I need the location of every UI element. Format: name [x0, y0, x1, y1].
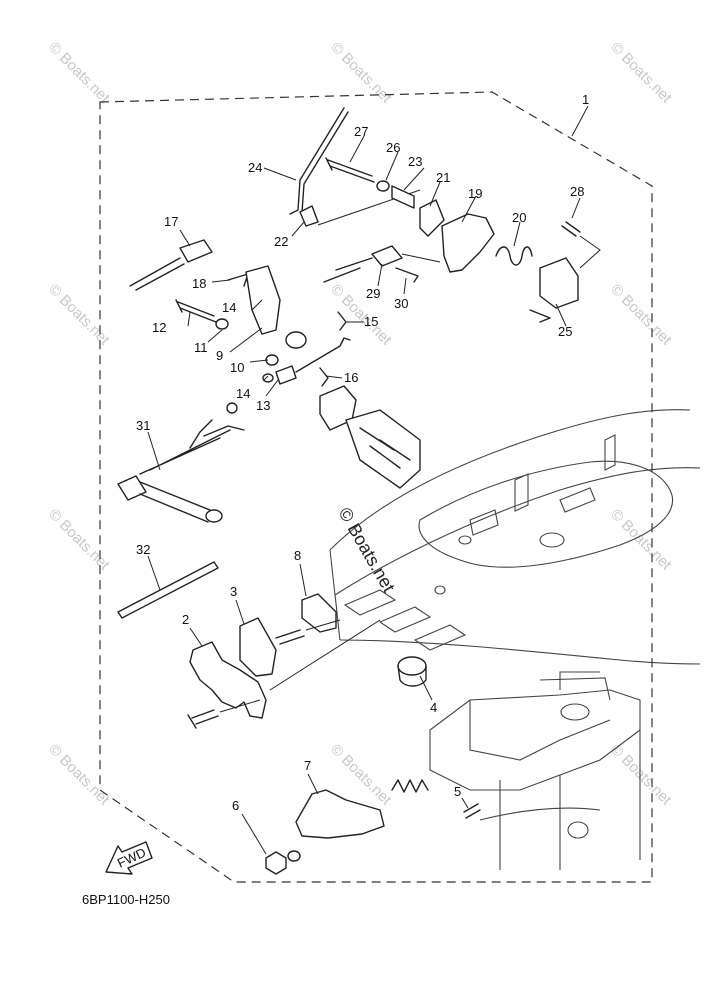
- part-26-washer: [376, 180, 390, 192]
- part-23-collar: [391, 185, 415, 209]
- bolt-icon: [187, 709, 219, 729]
- part-27-bolt: [325, 157, 375, 183]
- callout-18: 18: [192, 276, 206, 291]
- part-12-bolt: [175, 299, 217, 323]
- callout-23: 23: [408, 154, 422, 169]
- part-15-pin: [337, 311, 347, 331]
- callout-27: 27: [354, 124, 368, 139]
- callout-32: 32: [136, 542, 150, 557]
- part-28-bolt: [561, 221, 581, 237]
- watermark: © Boats.net: [45, 39, 113, 107]
- callout-21: 21: [436, 170, 450, 185]
- watermark: © Boats.net: [607, 281, 675, 349]
- part-14-washer: [262, 373, 274, 383]
- part-22-clip: [299, 205, 319, 227]
- part-32-rod: [117, 561, 219, 619]
- callout-17: 17: [164, 214, 178, 229]
- part-9-lever: [245, 265, 281, 335]
- fwd-arrow-icon: FWD: [105, 841, 153, 875]
- part-20-spring: [495, 246, 533, 266]
- part-2-bracket: [189, 641, 267, 719]
- part-18-clip: [227, 273, 249, 287]
- watermark: © Boats.net: [607, 506, 675, 574]
- part-17-linkage: [179, 239, 213, 263]
- part-8-clip: [301, 593, 337, 633]
- callout-11: 11: [194, 340, 208, 355]
- callout-15: 15: [364, 314, 378, 329]
- watermark: © Boats.net: [607, 741, 675, 809]
- part-19-cam: [441, 213, 495, 273]
- callout-leaders: [147, 105, 589, 855]
- callout-24: 24: [248, 160, 262, 175]
- part-11-washer: [215, 318, 229, 330]
- callout-13: 13: [256, 398, 270, 413]
- part-6-nut: [265, 851, 287, 875]
- shift-shaft-assembly: [319, 385, 421, 489]
- callout-12: 12: [152, 320, 166, 335]
- watermark: © Boats.net: [45, 281, 113, 349]
- spring: [391, 779, 429, 793]
- part-4-grommet: [397, 656, 427, 687]
- callout-31: 31: [136, 418, 150, 433]
- part-16-pin: [319, 367, 329, 387]
- part-7-bracket: [295, 789, 385, 839]
- diagram-code: 6BP1100-H250: [82, 892, 170, 907]
- callout-9: 9: [216, 348, 223, 363]
- bolt-icon: [275, 629, 305, 645]
- callout-20: 20: [512, 210, 526, 225]
- callout-14a: 14: [222, 300, 236, 315]
- part-25-bracket: [539, 257, 579, 309]
- callout-26: 26: [386, 140, 400, 155]
- callout-7: 7: [304, 758, 311, 773]
- watermark: © Boats.net: [45, 506, 113, 574]
- part-31-shift-lever: [117, 402, 245, 523]
- callout-3: 3: [230, 584, 237, 599]
- part-5-bolt: [463, 803, 481, 819]
- callout-22: 22: [274, 234, 288, 249]
- callout-30: 30: [394, 296, 408, 311]
- callout-2: 2: [182, 612, 189, 627]
- callout-labels: 1 2 3 4 5 6 7 8 9 10 11 12 13 14 14 15 1…: [136, 92, 589, 813]
- watermark: © Boats.net: [327, 39, 395, 107]
- callout-28: 28: [570, 184, 584, 199]
- callout-16: 16: [344, 370, 358, 385]
- washer: [287, 850, 301, 862]
- callout-25: 25: [558, 324, 572, 339]
- part-13-link: [275, 365, 297, 385]
- watermark: © Boats.net: [45, 741, 113, 809]
- watermark-center: © Boats.net: [335, 504, 399, 596]
- part-21-plate: [419, 199, 445, 237]
- watermark: © Boats.net: [607, 39, 675, 107]
- callout-8: 8: [294, 548, 301, 563]
- part-3-plate: [239, 617, 277, 677]
- assembly-boundary: [99, 91, 653, 883]
- callout-10: 10: [230, 360, 244, 375]
- callout-6: 6: [232, 798, 239, 813]
- callout-19: 19: [468, 186, 482, 201]
- engine-casing: [329, 409, 701, 870]
- callout-29: 29: [366, 286, 380, 301]
- part-30-pin: [395, 267, 419, 283]
- part-29-linkage: [371, 245, 403, 267]
- callout-14b: 14: [236, 386, 250, 401]
- callout-5: 5: [454, 784, 461, 799]
- callout-4: 4: [430, 700, 437, 715]
- callout-1: 1: [582, 92, 589, 107]
- collar: [285, 331, 307, 349]
- part-24-shift-rod: [289, 107, 349, 215]
- watermark: © Boats.net: [327, 281, 395, 349]
